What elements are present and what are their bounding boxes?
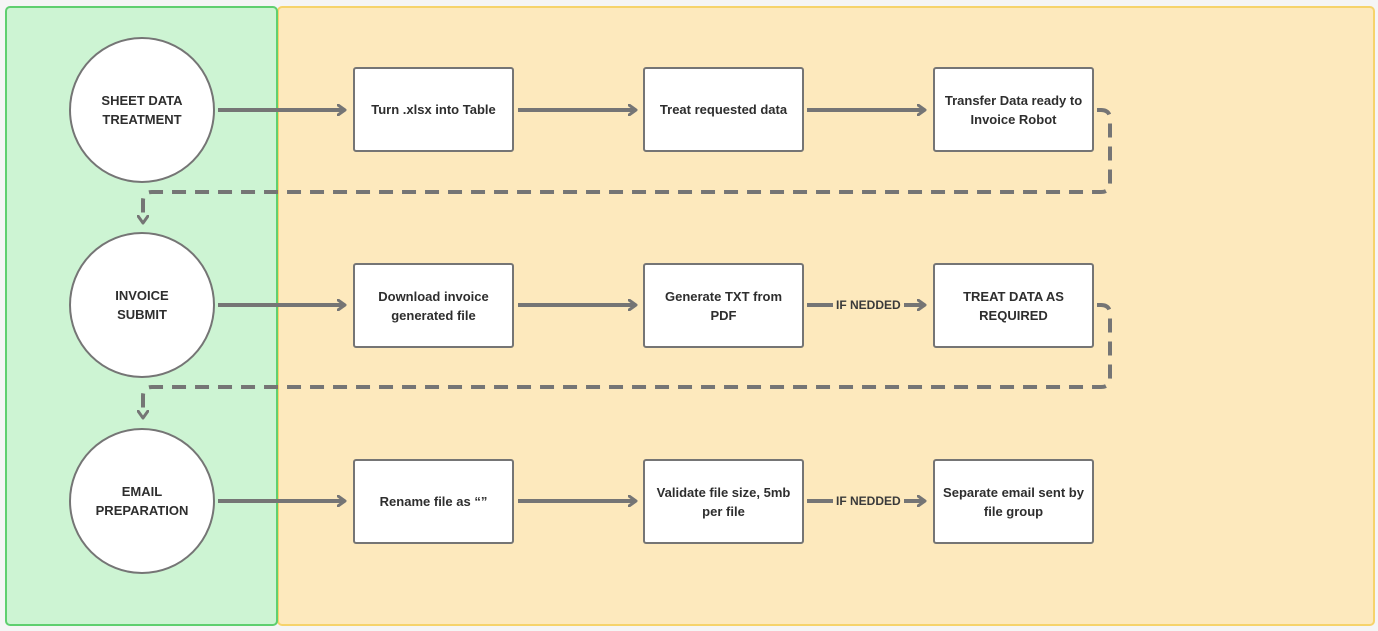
start-node-label: EMAIL PREPARATION xyxy=(95,484,189,518)
step-validate-size: Validate file size, 5mb per file xyxy=(643,459,804,544)
condition-label-row3: IF NEDDED xyxy=(833,494,904,508)
step-separate-email: Separate email sent by file group xyxy=(933,459,1094,544)
step-generate-txt: Generate TXT from PDF xyxy=(643,263,804,348)
step-label: Download invoice generated file xyxy=(378,288,489,323)
step-download-invoice: Download invoice generated file xyxy=(353,263,514,348)
step-label: Separate email sent by file group xyxy=(943,484,1084,519)
step-label: Rename file as “” xyxy=(379,494,488,509)
start-node-email-preparation: EMAIL PREPARATION xyxy=(69,428,215,574)
dashed-connector-row1-to-row2 xyxy=(143,108,1112,223)
step-label: Transfer Data ready to Invoice Robot xyxy=(944,92,1083,127)
step-transfer-data: Transfer Data ready to Invoice Robot xyxy=(933,67,1094,152)
step-label: Validate file size, 5mb per file xyxy=(656,484,791,519)
start-node-invoice-submit: INVOICE SUBMIT xyxy=(69,232,215,378)
condition-label-row2: IF NEDDED xyxy=(833,298,904,312)
step-treat-data-required: TREAT DATA AS REQUIRED xyxy=(933,263,1094,348)
step-label: Treat requested data xyxy=(659,102,788,117)
start-node-label: SHEET DATA TREATMENT xyxy=(101,93,183,127)
step-label: Turn .xlsx into Table xyxy=(371,102,496,117)
dashed-connector-row2-to-row3 xyxy=(143,303,1112,418)
step-label: TREAT DATA AS REQUIRED xyxy=(963,288,1064,323)
step-label: Generate TXT from PDF xyxy=(664,288,783,323)
step-turn-xlsx: Turn .xlsx into Table xyxy=(353,67,514,152)
step-treat-data: Treat requested data xyxy=(643,67,804,152)
start-node-label: INVOICE SUBMIT xyxy=(115,288,169,322)
step-rename-file: Rename file as “” xyxy=(353,459,514,544)
start-node-sheet-data: SHEET DATA TREATMENT xyxy=(69,37,215,183)
